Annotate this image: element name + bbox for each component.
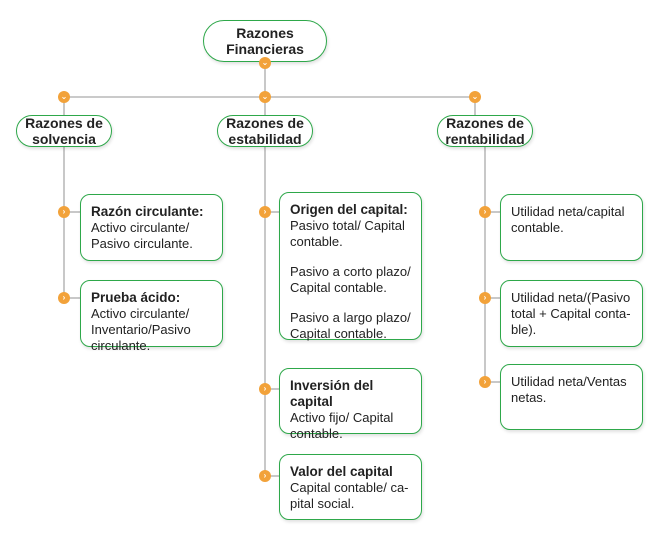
chevron-right-icon: ›	[479, 376, 491, 388]
chevron-right-icon: ›	[58, 206, 70, 218]
card-text: Pasivo a corto plazo/	[290, 264, 411, 279]
chevron-right-icon: ›	[58, 292, 70, 304]
chevron-down-icon: ⌄	[58, 91, 70, 103]
category-label: estabilidad	[228, 131, 302, 147]
chevron-right-icon: ›	[479, 206, 491, 218]
chevron-down-icon: ⌄	[469, 91, 481, 103]
card-text: contable.	[290, 234, 343, 249]
card-rentabilidad-2: Utilidad neta/(Pasivo total + Capital co…	[500, 280, 643, 347]
chevron-right-icon: ›	[259, 206, 271, 218]
card-prueba-acido: Prueba ácido: Activo circulante/ Inventa…	[80, 280, 223, 353]
chevron-down-icon: ⌄	[259, 91, 271, 103]
card-text: Pasivo total/ Capital	[290, 218, 405, 233]
card-text: Activo fijo/ Capital	[290, 410, 394, 425]
card-text: Pasivo a largo plazo/	[290, 310, 411, 325]
card-text: Activo circulante/	[91, 306, 190, 321]
card-origen-capital: Origen del capital: Pasivo total/ Capita…	[279, 192, 422, 341]
card-text: Capital contable.	[290, 280, 387, 295]
card-text: ble).	[511, 322, 537, 337]
card-text: Utilidad neta/Ventas	[511, 374, 627, 389]
root-title-line1: Razones	[236, 25, 294, 41]
card-razon-circulante: Razón circulante: Activo circulante/ Pas…	[80, 194, 223, 261]
chevron-right-icon: ›	[259, 470, 271, 482]
card-text: circulante.	[91, 338, 151, 353]
category-rentabilidad: Razones de rentabilidad	[437, 115, 533, 147]
card-title: Prueba ácido:	[91, 290, 181, 305]
card-title: Razón circulante:	[91, 204, 204, 219]
card-rentabilidad-1: Utilidad neta/capital contable.	[500, 194, 643, 261]
card-valor-capital: Valor del capital Capital contable/ ca- …	[279, 454, 422, 520]
chevron-down-icon: ⌄	[259, 57, 271, 69]
card-text: total + Capital conta-	[511, 306, 631, 321]
card-text: Inventario/Pasivo	[91, 322, 191, 337]
card-inversion-capital: Inversión del capital Activo fijo/ Capit…	[279, 368, 422, 441]
category-label: solvencia	[32, 131, 96, 147]
category-label: Razones de	[226, 115, 304, 131]
card-text: netas.	[511, 390, 547, 405]
card-text: Utilidad neta/capital	[511, 204, 625, 219]
card-text: contable.	[290, 426, 343, 441]
card-title: Origen del capital:	[290, 202, 408, 217]
category-label: Razones de	[25, 115, 103, 131]
category-estabilidad: Razones de estabilidad	[217, 115, 313, 147]
category-label: rentabilidad	[445, 131, 525, 147]
root-title-line2: Financieras	[226, 41, 304, 57]
card-text: Capital contable/ ca-	[290, 480, 409, 495]
chevron-right-icon: ›	[479, 292, 491, 304]
card-title: Inversión del capital	[290, 378, 374, 409]
category-label: Razones de	[446, 115, 524, 131]
card-text: contable.	[511, 220, 564, 235]
card-text: Pasivo circulante.	[91, 236, 193, 251]
root-node: Razones Financieras	[203, 20, 327, 62]
card-text: Capital contable.	[290, 326, 387, 341]
chevron-right-icon: ›	[259, 383, 271, 395]
category-solvencia: Razones de solvencia	[16, 115, 112, 147]
card-text: Utilidad neta/(Pasivo	[511, 290, 631, 305]
card-text: Activo circulante/	[91, 220, 190, 235]
card-rentabilidad-3: Utilidad neta/Ventas netas.	[500, 364, 643, 430]
card-text: pital social.	[290, 496, 355, 511]
card-title: Valor del capital	[290, 464, 393, 479]
